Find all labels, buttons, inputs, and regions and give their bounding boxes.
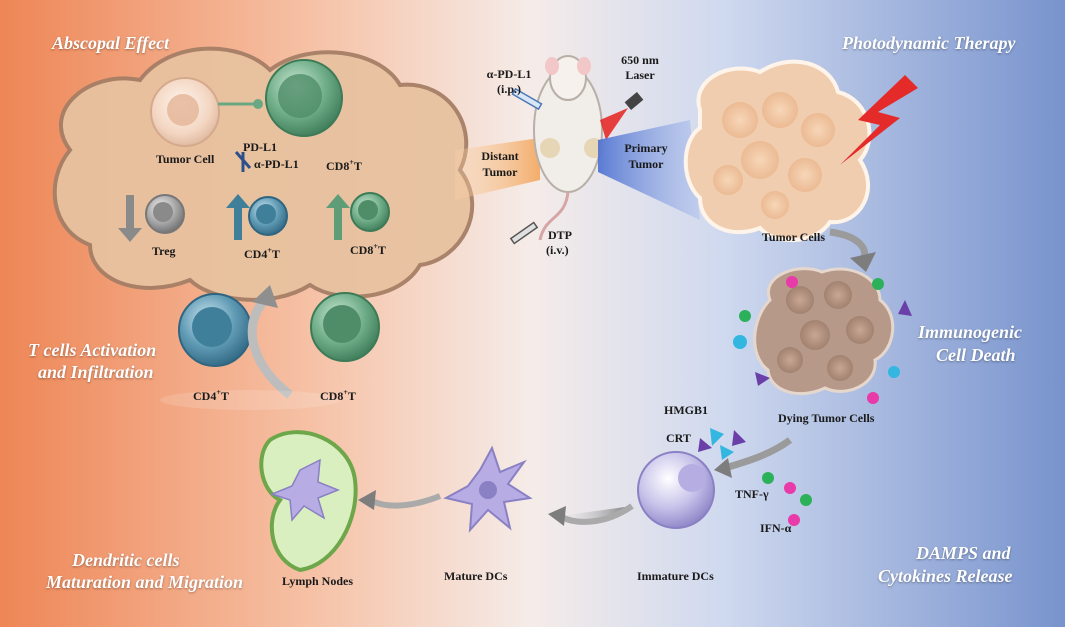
infiltration-arrow bbox=[247, 296, 293, 399]
pd1-knob bbox=[253, 99, 263, 109]
label-distant-tumor-2: Tumor bbox=[482, 165, 518, 179]
cd8-t-cell-small-icon bbox=[350, 192, 390, 232]
label-tumor-cells: Tumor Cells bbox=[762, 230, 826, 244]
section-dendritic-cells: Dendritic cells bbox=[72, 550, 180, 570]
label-laser-1: 650 nm bbox=[621, 53, 659, 67]
label-tumor-cell: Tumor Cell bbox=[156, 152, 215, 166]
treg-cell-icon bbox=[145, 194, 185, 234]
label-pd-l1: PD-L1 bbox=[243, 140, 277, 154]
label-primary-tumor-2: Tumor bbox=[628, 157, 664, 171]
cd8-t-suffix-2: T bbox=[377, 243, 386, 257]
dying-to-dc-arrow bbox=[723, 437, 793, 472]
section-cell-death: Cell Death bbox=[936, 345, 1016, 365]
label-cd4t-small: CD4+T bbox=[244, 246, 280, 261]
section-cytokines-release: Cytokines Release bbox=[878, 566, 1013, 586]
section-maturation-migration: Maturation and Migration bbox=[46, 572, 244, 592]
section-immunogenic: Immunogenic bbox=[918, 322, 1023, 342]
cd8-t-cell-large-icon bbox=[265, 59, 343, 137]
label-tnf: TNF-γ bbox=[735, 487, 769, 501]
cd4-t-suffix: T bbox=[271, 247, 280, 261]
label-primary-tumor-1: Primary bbox=[624, 141, 668, 155]
cd8-sup: + bbox=[349, 158, 354, 167]
antibody-icon bbox=[234, 151, 252, 172]
label-cd4t-lower: CD4+T bbox=[193, 388, 229, 403]
label-cd8t-small: CD8+T bbox=[350, 242, 386, 257]
cd4-sup-2: + bbox=[216, 388, 221, 397]
syringe-iv-icon bbox=[509, 221, 539, 245]
primary-tumor-icon bbox=[683, 59, 872, 242]
immature-dc-icon bbox=[637, 451, 715, 529]
cd4-sup: + bbox=[267, 246, 272, 255]
cd4-t-cell-small-icon bbox=[248, 196, 288, 236]
cd8-t-suffix: T bbox=[353, 159, 362, 173]
label-immature-dcs: Immature DCs bbox=[637, 569, 714, 583]
label-distant-tumor-1: Distant bbox=[481, 149, 519, 163]
label-dtp: DTP bbox=[548, 228, 572, 242]
distant-beam bbox=[455, 138, 540, 200]
section-abscopal-effect: Abscopal Effect bbox=[52, 33, 170, 53]
label-ifn: IFN-α bbox=[760, 521, 792, 535]
label-mature-dcs: Mature DCs bbox=[444, 569, 508, 583]
mature-dc-icon bbox=[443, 445, 533, 533]
label-treg: Treg bbox=[152, 244, 176, 258]
dying-to-dc-arrow-head bbox=[714, 458, 732, 478]
damp-particles bbox=[698, 276, 912, 526]
laser-device-icon bbox=[624, 92, 644, 110]
treg-down-arrow bbox=[118, 195, 142, 242]
label-alpha-pd-l1-bind: α-PD-L1 bbox=[254, 157, 299, 171]
cd8-text-3: CD8 bbox=[320, 389, 344, 403]
cd8-t-suffix-3: T bbox=[347, 389, 356, 403]
label-ip: (i.p.) bbox=[497, 82, 521, 96]
syringe-ip-icon bbox=[511, 87, 543, 111]
laser-beam bbox=[600, 108, 628, 140]
cd8-t-cell-lower-icon bbox=[310, 292, 380, 362]
cd4-text: CD4 bbox=[244, 247, 268, 261]
cd8-up-arrow bbox=[326, 194, 350, 240]
label-cd8t-lower: CD8+T bbox=[320, 388, 356, 403]
mouse-icon bbox=[533, 55, 604, 241]
cd4-text-2: CD4 bbox=[193, 389, 217, 403]
label-lymph-nodes: Lymph Nodes bbox=[282, 574, 354, 588]
label-iv: (i.v.) bbox=[546, 243, 569, 257]
mature-to-lymph-arrow-head bbox=[358, 490, 376, 510]
cd8-text-2: CD8 bbox=[350, 243, 374, 257]
label-dying-tumor-cells: Dying Tumor Cells bbox=[778, 411, 875, 425]
label-alpha-pd-l1-inj: α-PD-L1 bbox=[486, 67, 532, 81]
lightning-icon bbox=[840, 75, 918, 165]
reflection-left bbox=[160, 390, 340, 410]
cd8-sup-3: + bbox=[343, 388, 348, 397]
cd8-text: CD8 bbox=[326, 159, 350, 173]
label-cd8t-large: CD8+T bbox=[326, 158, 362, 173]
section-damps: DAMPS and bbox=[916, 543, 1011, 563]
label-laser-2: Laser bbox=[625, 68, 655, 82]
cd4-t-suffix-2: T bbox=[220, 389, 229, 403]
cd8-sup-2: + bbox=[373, 242, 378, 251]
lymph-node-icon bbox=[259, 430, 358, 573]
section-tcells-activation: T cells Activation bbox=[28, 340, 157, 360]
tumor-to-dying-arrow-head bbox=[850, 252, 876, 272]
cd4-t-cell-lower-icon bbox=[178, 293, 252, 367]
dying-tumor-icon bbox=[753, 267, 895, 396]
primary-beam bbox=[598, 120, 700, 220]
distant-tumor-cloud bbox=[52, 46, 475, 302]
section-infiltration: and Infiltration bbox=[38, 362, 154, 382]
label-crt: CRT bbox=[666, 431, 691, 445]
cd4-up-arrow bbox=[226, 194, 250, 240]
label-hmgb1: HMGB1 bbox=[664, 403, 708, 417]
imm-to-mature-arrow-head bbox=[548, 506, 566, 526]
section-photodynamic-therapy: Photodynamic Therapy bbox=[842, 33, 1016, 53]
tumor-cell-icon bbox=[150, 77, 220, 147]
infiltration-arrow-head bbox=[252, 285, 278, 308]
